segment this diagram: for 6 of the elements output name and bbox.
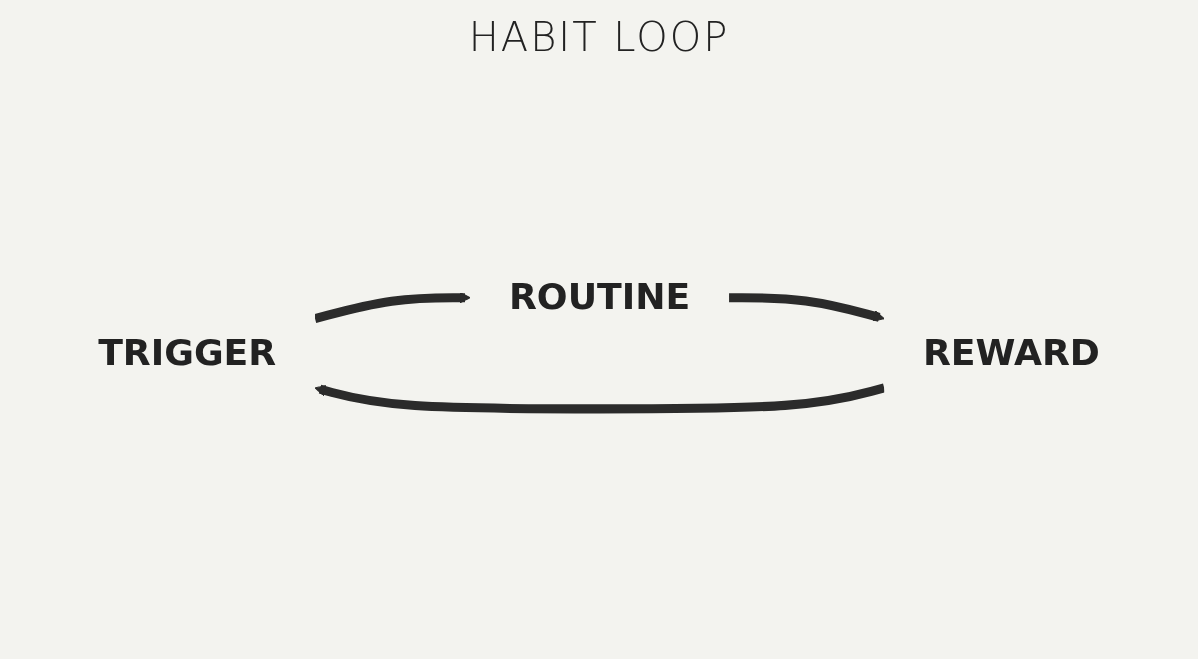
arrow	[729, 292, 885, 322]
node-text: ROUTINE	[508, 275, 691, 318]
node-text: REWARD	[922, 330, 1100, 374]
node-text: TRIGGER	[98, 330, 277, 374]
diagram-title: HABIT LOOP	[467, 14, 731, 60]
arrow	[314, 382, 886, 413]
